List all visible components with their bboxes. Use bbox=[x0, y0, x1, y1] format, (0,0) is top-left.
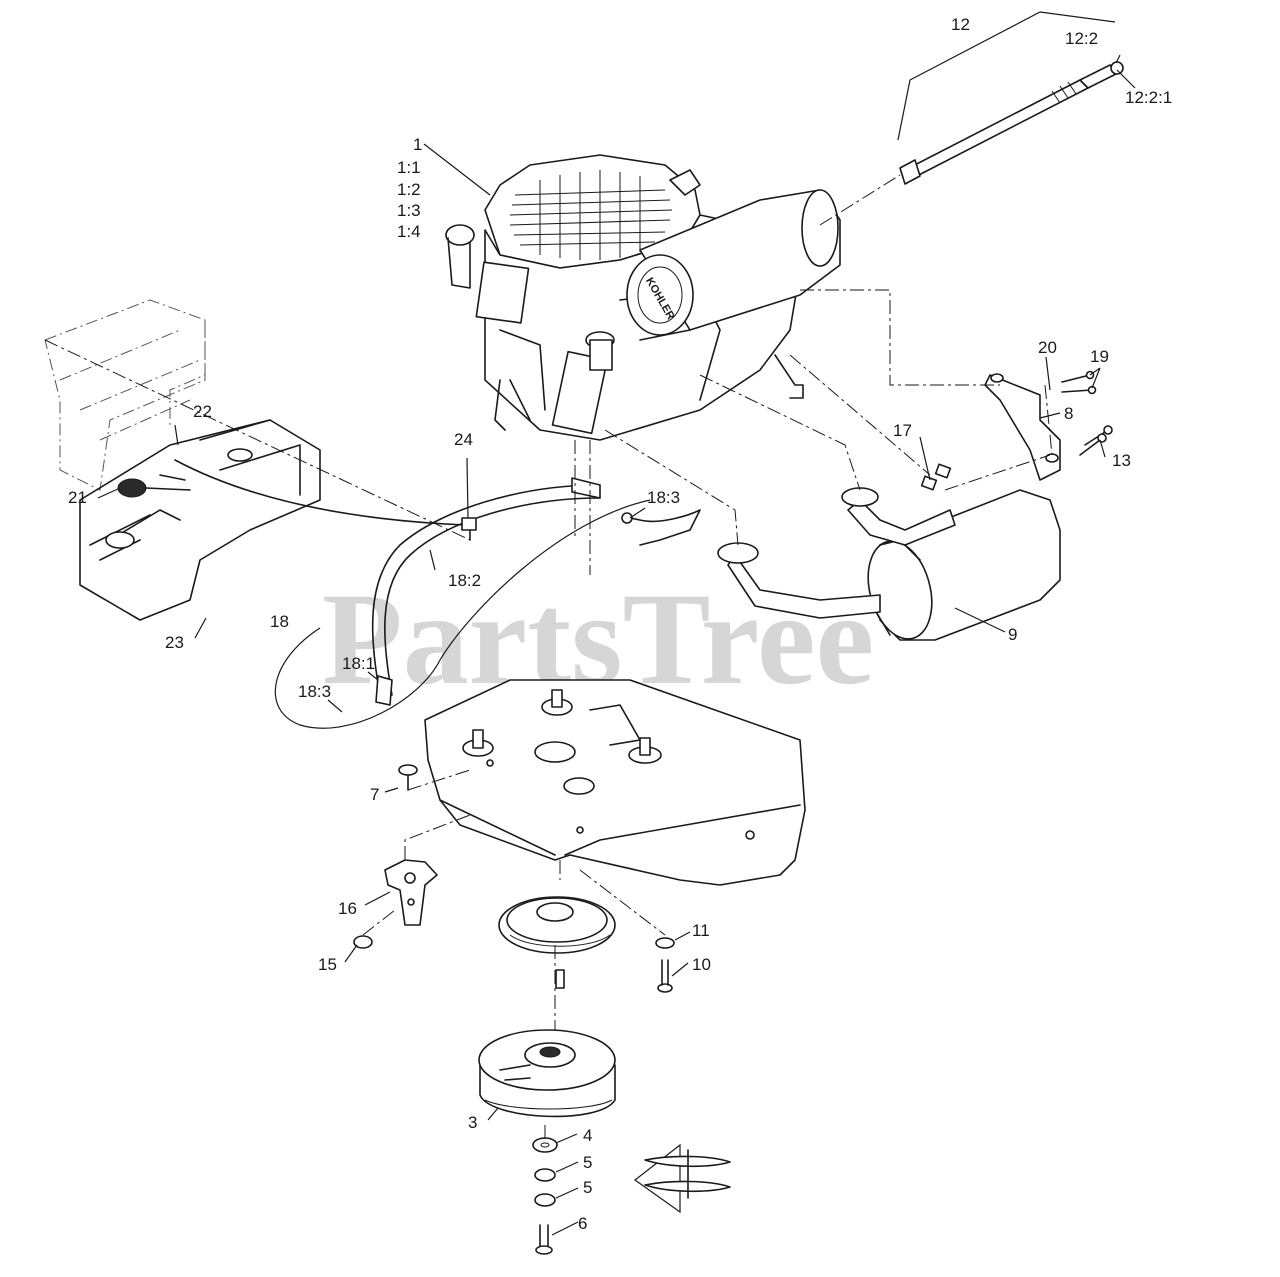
callout-4: 4 bbox=[583, 1126, 592, 1145]
callout-18-2: 18:2 bbox=[448, 571, 481, 590]
callout-1-1: 1:1 bbox=[397, 158, 421, 177]
bolt-10 bbox=[657, 959, 673, 993]
callout-12-2-1: 12:2:1 bbox=[1125, 88, 1172, 107]
exhaust-guide-2 bbox=[699, 374, 861, 491]
muffler-bracket bbox=[984, 373, 1061, 481]
washer-detail bbox=[633, 1143, 731, 1214]
callout-18-3-bottom: 18:3 bbox=[298, 682, 331, 701]
cable-guide-line bbox=[44, 339, 471, 541]
pto-clutch bbox=[478, 1029, 616, 1118]
callout-18-1: 18:1 bbox=[342, 654, 375, 673]
callout-16: 16 bbox=[338, 899, 357, 918]
callout-1-3: 1:3 bbox=[397, 201, 421, 220]
throttle-bracket bbox=[79, 419, 321, 621]
bolts-13 bbox=[1079, 425, 1113, 456]
callout-1: 1 bbox=[413, 135, 422, 154]
callout-18-bracket bbox=[274, 499, 651, 729]
callout-24: 24 bbox=[454, 430, 473, 449]
callout-1-4: 1:4 bbox=[397, 222, 421, 241]
callout-13: 13 bbox=[1112, 451, 1131, 470]
bracket-guide-1 bbox=[800, 289, 1000, 386]
fuel-line-guide bbox=[819, 174, 901, 226]
callout-1-2: 1:2 bbox=[397, 180, 421, 199]
nut-15-guide bbox=[362, 909, 396, 936]
callout-3: 3 bbox=[468, 1113, 477, 1132]
callout-5b: 5 bbox=[583, 1178, 592, 1197]
bolt-7-guide bbox=[407, 769, 471, 791]
callout-12-bracket bbox=[897, 11, 1116, 141]
fuel-line bbox=[899, 61, 1124, 185]
callout-15: 15 bbox=[318, 955, 337, 974]
exhaust-guide-3 bbox=[789, 354, 931, 476]
frame-bracket bbox=[44, 299, 206, 491]
bracket-guide-3 bbox=[944, 454, 1051, 491]
callout-9: 9 bbox=[1008, 625, 1017, 644]
engine: KOHLER bbox=[445, 154, 841, 441]
callout-7: 7 bbox=[370, 785, 379, 804]
throttle-knob bbox=[117, 474, 191, 498]
callout-20: 20 bbox=[1038, 338, 1057, 357]
callout-12-2: 12:2 bbox=[1065, 29, 1098, 48]
engine-grille bbox=[509, 170, 673, 260]
callouts: 1 1:1 1:2 1:3 1:4 12 12:2 12:2:1 20 19 8… bbox=[68, 15, 1172, 1233]
callout-19: 19 bbox=[1090, 347, 1109, 366]
pto-bracket bbox=[353, 859, 438, 949]
fuel-hose bbox=[371, 477, 701, 706]
washer-11 bbox=[655, 937, 675, 949]
callout-8: 8 bbox=[1064, 404, 1073, 423]
callout-6: 6 bbox=[578, 1214, 587, 1233]
callout-17: 17 bbox=[893, 421, 912, 440]
muffler bbox=[717, 463, 1061, 641]
callout-22: 22 bbox=[193, 402, 212, 421]
engine-deck bbox=[424, 679, 806, 886]
throttle-cable bbox=[174, 459, 466, 526]
callout-23: 23 bbox=[165, 633, 184, 652]
washer-5a bbox=[534, 1168, 556, 1182]
carriage-bolt-7 bbox=[398, 764, 418, 791]
callout-5a: 5 bbox=[583, 1153, 592, 1172]
callout-11: 11 bbox=[692, 921, 710, 940]
pulley bbox=[498, 896, 616, 954]
callout-18: 18 bbox=[270, 612, 289, 631]
washer-5b bbox=[534, 1193, 556, 1207]
exhaust-guide-1 bbox=[604, 429, 739, 546]
bracket-guide-2 bbox=[1044, 384, 1053, 456]
bolt-10-guide bbox=[579, 869, 666, 936]
leaders bbox=[97, 54, 1136, 1236]
bracket-16-guide bbox=[404, 814, 471, 860]
callout-12: 12 bbox=[951, 15, 970, 34]
callout-21: 21 bbox=[68, 488, 87, 507]
key bbox=[555, 969, 565, 989]
callout-18-3-top: 18:3 bbox=[647, 488, 680, 507]
bolt-6 bbox=[535, 1224, 553, 1255]
washer-4 bbox=[532, 1137, 558, 1153]
callout-10: 10 bbox=[692, 955, 711, 974]
